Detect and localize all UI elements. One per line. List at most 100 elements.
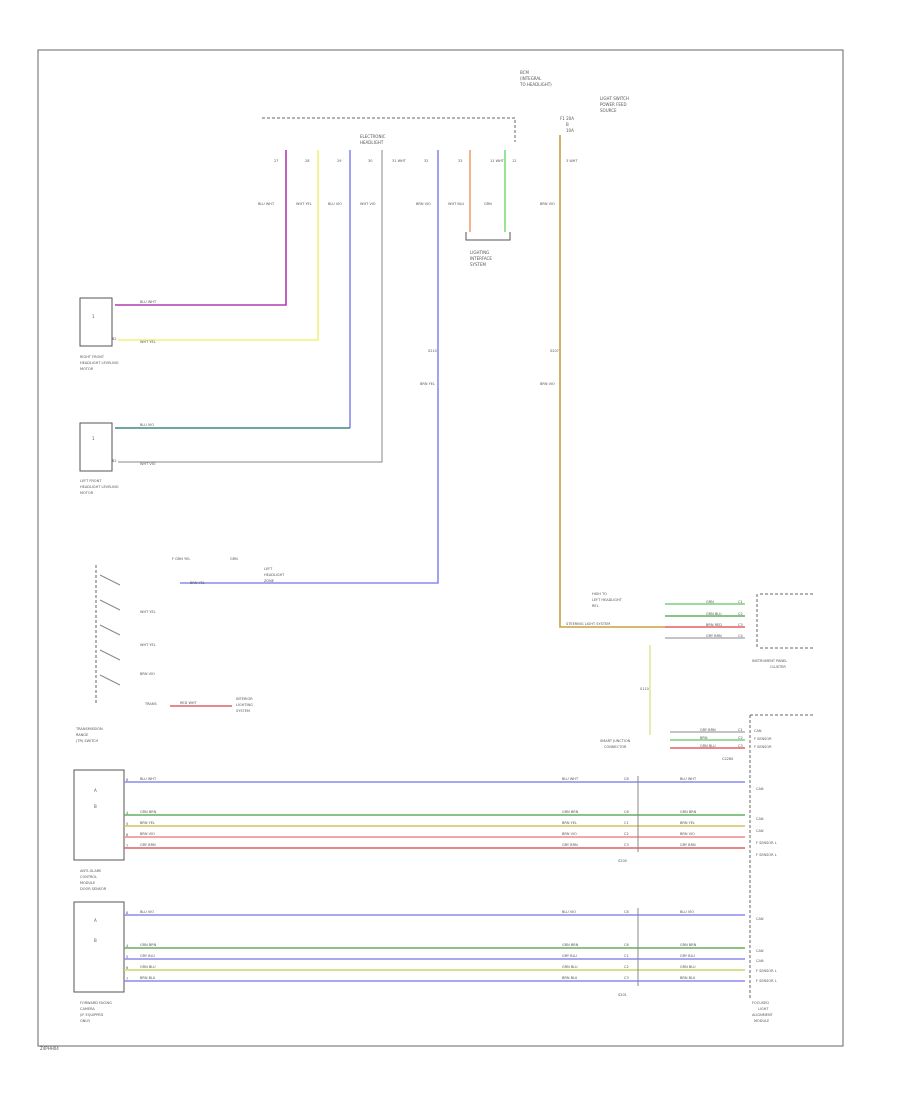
splice-bottom: S200	[618, 859, 627, 863]
right-block-label: CAN	[756, 787, 764, 791]
switch-bottom-wire: RED WHT	[180, 701, 198, 705]
ffc-pin: B	[94, 938, 97, 943]
agcm-right-pin: C2	[624, 832, 629, 836]
right-block-label: CAN	[756, 829, 764, 833]
splice-wire-label: BRN YEL	[420, 382, 435, 386]
agcm-pin-num: 8	[126, 778, 128, 782]
splice-wire-label: BRN VIO	[540, 382, 555, 386]
agcm-pin-num: 6	[126, 833, 128, 837]
fuse-label-2: POWER FEED	[600, 102, 627, 107]
ffc-mid-label: GRN BRN	[562, 943, 579, 947]
switch-contact	[99, 574, 121, 586]
wire-label: WHT YEL	[296, 202, 312, 206]
agcm-end-label: BLU WHT	[680, 777, 697, 781]
top-wire-labels: BLU WHT WHT YEL BLU VIO WHT VIO BRN VIO …	[258, 202, 555, 206]
ipc-pin: C2	[738, 612, 743, 616]
switch-wire-main: BRN YEL	[190, 581, 205, 585]
ffc-end-label: GRN BRN	[680, 943, 697, 947]
agcm-mid-label: BLU WHT	[562, 777, 579, 781]
ffc-title-3: (IF EQUIPPED	[80, 1013, 104, 1017]
sjc-label-2: CONNECTOR	[604, 745, 627, 749]
pin-label: 29	[337, 159, 341, 163]
connector-header-1: ELECTRONIC	[360, 134, 386, 139]
wire-brn-vio-feed	[559, 135, 665, 628]
wire-wht-vio	[118, 150, 383, 463]
agcm-mid-label: BRN YEL	[562, 821, 577, 825]
wire-blu-wht	[115, 150, 287, 306]
ffc-box	[73, 901, 125, 993]
agcm-pin: A	[94, 788, 97, 793]
left-motor-wire1: BLU VIO	[140, 423, 154, 427]
pin-label: 28	[305, 159, 309, 163]
ipc-splice-1: HIGH TO	[592, 592, 607, 596]
ffc-wire-label: BRN BLU	[140, 976, 156, 980]
right-block-label: CAN	[756, 959, 764, 963]
sjc-pin-label: CAN	[754, 729, 762, 733]
right-motor-box	[79, 297, 113, 347]
agcm-pin-num: 4	[126, 811, 129, 815]
agcm-right-pin: C3	[624, 843, 629, 847]
right-block-label: CAN	[756, 817, 764, 821]
switch-note: GRN	[230, 557, 238, 561]
switch-dest-2: HEADLIGHT	[264, 573, 285, 577]
right-block-labels: CAN CAN CAN F SENSOR L F SENSOR L CAN CA…	[752, 787, 777, 1023]
ffc-right-pin: C2	[624, 965, 629, 969]
wire-label: BRN VIO	[540, 202, 555, 206]
ipc-splice-3: REL	[592, 604, 599, 608]
switch-bottom-dest-3: SYSTEM	[236, 709, 250, 713]
wire-label: GRN	[484, 202, 492, 206]
transmission-range-switch: F GRN YEL GRN BRN YEL LEFT HEADLIGHT ZON…	[75, 557, 285, 743]
ffc-right-pin: C8	[624, 910, 629, 914]
left-motor-title-1: LEFT FRONT	[80, 479, 102, 483]
right-block-label: F SENSOR L	[756, 969, 777, 973]
fuse-label-3: SOURCE	[600, 108, 617, 113]
ffc-end-label: GRN BLU	[680, 965, 696, 969]
wire-label: BLU VIO	[328, 202, 342, 206]
agcm-title-2: CONTROL	[80, 875, 97, 879]
sjc-pin-label: F SENSOR	[754, 745, 772, 749]
right-block-label: CAN	[756, 917, 764, 921]
left-motor-title-2: HEADLIGHT LEVELING	[80, 485, 119, 489]
pin-label: 27	[274, 159, 278, 163]
agcm-right-pin: C6	[624, 810, 629, 814]
sjc-pin: C2	[738, 736, 743, 740]
ffc-pin-num: 4	[126, 944, 129, 948]
agcm-mid-label: GRN BRN	[562, 810, 579, 814]
module-title-3: TO HEADLIGHT)	[519, 82, 552, 87]
ffc-right-pin: C1	[624, 954, 629, 958]
lower-splice: S110	[640, 687, 649, 691]
wire-label: WHT BLU	[448, 202, 465, 206]
right-block-title-1: FOCUSED	[752, 1001, 769, 1005]
ffc-pin: A	[94, 918, 97, 923]
left-motor-box	[79, 422, 113, 472]
ffc-wire-label: BLU VIO	[140, 910, 154, 914]
pin-label: 32	[424, 159, 428, 163]
agcm-mid-label: BRN VIO	[562, 832, 577, 836]
switch-title-2: RANGE	[76, 733, 88, 737]
ipc-splice-2: LEFT HEADLIGHT	[592, 598, 623, 602]
sjc-wire-label: GRY BRN	[700, 728, 716, 732]
agcm-right-pin: C8	[624, 777, 629, 781]
ipc-pin: C4	[738, 634, 743, 638]
right-motor-wire2: WHT YEL	[140, 340, 156, 344]
ffc-mid-label: GRY BLU	[562, 954, 577, 958]
sjc-splice: C2280	[722, 757, 733, 761]
module-title-1: BCM	[520, 70, 529, 75]
diagram-frame	[37, 49, 844, 1047]
agcm-title-4: DOOR SENSOR	[80, 887, 107, 891]
agcm-wire-label: BRN VIO	[140, 832, 155, 836]
ffc-title-1: FORWARD FACING	[80, 1001, 112, 1005]
footer-id: Z4PHH04	[40, 1046, 59, 1051]
agcm-end-label: GRN BRN	[680, 810, 697, 814]
module-pins: 27 28 29 30 31 WHT 32 33 11 WHT 12 3 WHT	[274, 159, 578, 163]
ffc-mid-label: BRN BLU	[562, 976, 578, 980]
switch-dest-3: ZONE	[264, 579, 274, 583]
left-motor-title-3: MOTOR	[80, 491, 94, 495]
right-block-boundary	[749, 714, 815, 1000]
ffc-right-pin: C6	[624, 943, 629, 947]
fuse-label-1: LIGHT SWITCH	[600, 96, 629, 101]
splice-bottom: S201	[618, 993, 627, 997]
switch-contact-label: WHT YEL	[140, 643, 156, 647]
ffc-right-pin: C3	[624, 976, 629, 980]
agcm-mid-label: GRY BRN	[562, 843, 578, 847]
